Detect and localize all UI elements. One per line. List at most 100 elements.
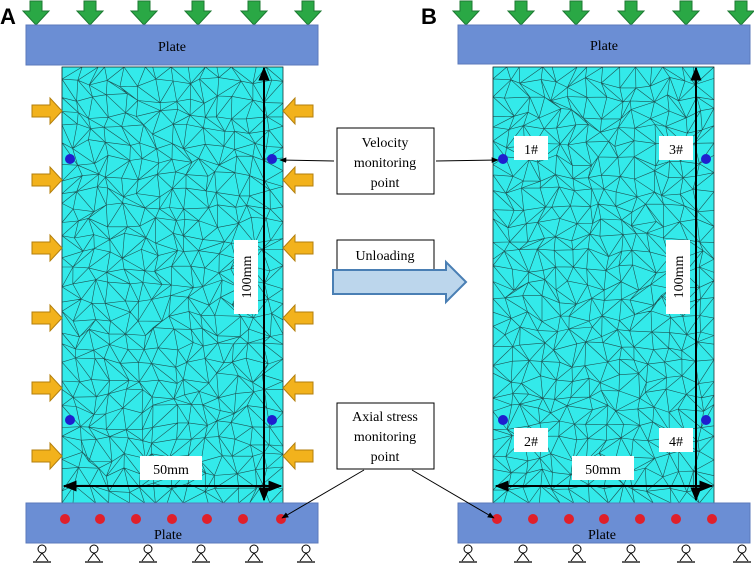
- bottom-plate-a-label: Plate: [154, 528, 182, 543]
- confining-arrow: [282, 373, 314, 403]
- supports-a: [33, 544, 315, 563]
- width-label-b-box: [572, 456, 634, 480]
- velocity-point-a-bottom-left: [65, 415, 75, 425]
- support-legs: [247, 552, 261, 562]
- support-pin: [37, 544, 47, 554]
- point-label-4-box: [659, 428, 693, 452]
- height-label-b: 100mm: [672, 256, 687, 299]
- velocity-point-1: [498, 154, 508, 164]
- stress-point: [671, 514, 681, 524]
- support-pin: [301, 544, 311, 554]
- axial-callout-text: Axial stress monitoring point: [352, 410, 418, 465]
- callout-line: point: [371, 176, 400, 191]
- width-label-b: 50mm: [585, 463, 621, 478]
- down-arrow: [239, 0, 269, 26]
- callout-line: Velocity: [362, 136, 409, 151]
- down-arrow: [726, 0, 754, 26]
- height-label-a: 100mm: [240, 256, 255, 299]
- stress-point: [528, 514, 538, 524]
- confining-arrows-right: [282, 96, 314, 471]
- stress-point: [202, 514, 212, 524]
- velocity-callout-text: Velocity monitoring point: [354, 136, 416, 191]
- down-arrow: [671, 0, 701, 26]
- width-label-a: 50mm: [153, 463, 189, 478]
- support-legs: [87, 552, 101, 562]
- point-label-3: 3#: [669, 143, 683, 158]
- callout-line: monitoring: [354, 430, 416, 445]
- stress-point: [95, 514, 105, 524]
- support-legs: [141, 552, 155, 562]
- callout-line: Axial stress: [352, 410, 418, 425]
- support-pin: [249, 544, 259, 554]
- stress-point: [635, 514, 645, 524]
- down-arrow: [616, 0, 646, 26]
- stress-point: [131, 514, 141, 524]
- velocity-leader-left: [279, 157, 335, 163]
- down-arrow: [183, 0, 213, 26]
- top-plate-b-label: Plate: [590, 39, 618, 54]
- velocity-point-2: [498, 415, 508, 425]
- down-arrow: [21, 0, 51, 26]
- bottom-plate-b-label: Plate: [588, 528, 616, 543]
- support-legs: [35, 552, 49, 562]
- support-pin: [626, 544, 636, 554]
- stress-point: [599, 514, 609, 524]
- support-pin: [196, 544, 206, 554]
- velocity-point-a-top-left: [65, 154, 75, 164]
- down-arrow: [75, 0, 105, 26]
- point-label-1-box: [514, 136, 548, 160]
- velocity-point-3: [701, 154, 711, 164]
- stress-point: [60, 514, 70, 524]
- top-plate-a: [25, 24, 319, 66]
- velocity-point-4: [701, 415, 711, 425]
- support-legs: [570, 552, 584, 562]
- velocity-point-a-bottom-right: [267, 415, 277, 425]
- top-plate-a-label: Plate: [158, 40, 186, 55]
- callout-line: point: [371, 450, 400, 465]
- velocity-callout-box: [336, 127, 435, 195]
- confining-arrows-left: [31, 96, 63, 471]
- axial-callout-box: [336, 402, 435, 470]
- support-legs: [299, 552, 313, 562]
- support-legs: [516, 552, 530, 562]
- down-arrow: [561, 0, 591, 26]
- panel-a-label: A: [0, 4, 16, 29]
- support-pin: [681, 544, 691, 554]
- load-arrows-top-a: [21, 0, 323, 26]
- down-arrow: [293, 0, 323, 26]
- support-pin: [518, 544, 528, 554]
- width-label-a-box: [140, 456, 202, 480]
- point-label-1: 1#: [524, 143, 538, 158]
- callout-line: monitoring: [354, 156, 416, 171]
- top-plate-b: [457, 24, 751, 65]
- confining-arrow: [31, 373, 63, 403]
- panel-b-label: B: [421, 4, 437, 29]
- confining-arrow: [282, 303, 314, 333]
- support-pin: [737, 544, 747, 554]
- point-label-2-box: [514, 428, 548, 452]
- height-label-b-box: [666, 240, 690, 314]
- velocity-leader-right: [435, 157, 499, 163]
- height-label-a-box: [234, 240, 258, 314]
- support-pin: [572, 544, 582, 554]
- unloading-label: Unloading: [355, 249, 414, 264]
- velocity-point-a-top-right: [267, 154, 277, 164]
- down-arrow: [506, 0, 536, 26]
- support-pin: [463, 544, 473, 554]
- unloading-arrow: [332, 259, 468, 305]
- support-legs: [735, 552, 749, 562]
- axial-stress-points-a: [60, 514, 286, 524]
- axial-stress-points-b: [492, 514, 717, 524]
- point-label-4: 4#: [669, 435, 683, 450]
- point-label-3-box: [659, 136, 693, 160]
- confining-arrow: [282, 96, 314, 126]
- stress-point: [564, 514, 574, 524]
- axial-leader-right: [411, 469, 495, 519]
- stress-point: [238, 514, 248, 524]
- supports-b: [459, 544, 751, 563]
- support-pin: [89, 544, 99, 554]
- stress-point: [707, 514, 717, 524]
- confining-arrow: [31, 96, 63, 126]
